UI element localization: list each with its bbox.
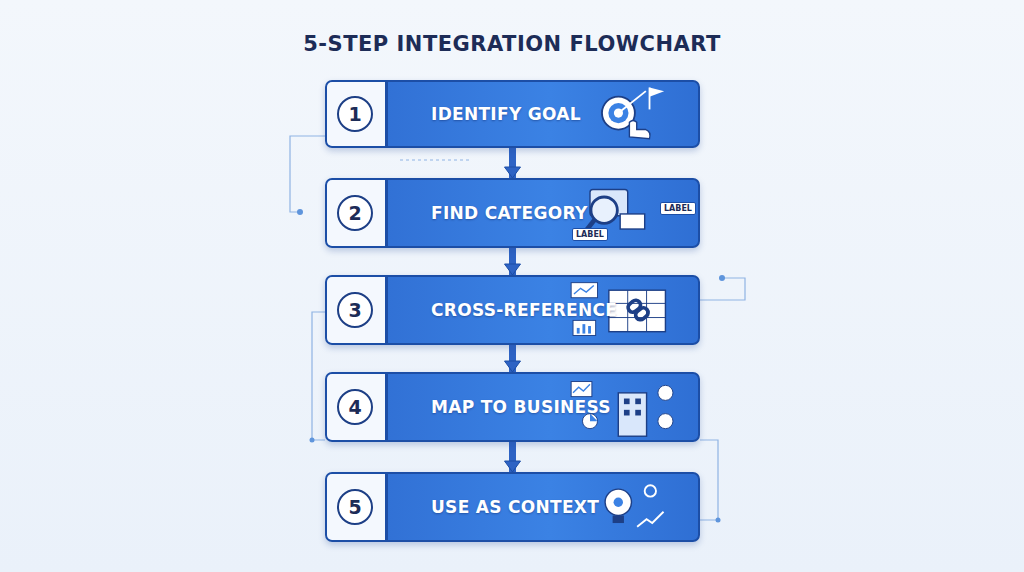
process-box: 1 IDENTIFY GOAL <box>325 80 700 148</box>
step-label: MAP TO BUSINESS <box>431 397 611 417</box>
step-label: CROSS-REFERENCE <box>431 300 617 320</box>
flow-arrow <box>505 248 521 275</box>
step-number: 2 <box>337 195 373 231</box>
step-label: FIND CATEGORY <box>431 203 588 223</box>
process-box: 4 MAP TO BUSINESS <box>325 372 700 442</box>
flow-arrow <box>505 345 521 372</box>
number-cell: 5 <box>327 474 388 540</box>
step-number: 5 <box>337 489 373 525</box>
step-label: USE AS CONTEXT <box>431 497 599 517</box>
flow-arrow <box>505 442 521 472</box>
step-label: IDENTIFY GOAL <box>431 104 581 124</box>
number-cell: 1 <box>327 82 388 146</box>
process-box: 2 FIND CATEGORY <box>325 178 700 248</box>
label-tag: LABEL <box>572 228 608 241</box>
process-box: 3 CROSS-REFERENCE <box>325 275 700 345</box>
step-number: 1 <box>337 96 373 132</box>
process-box: 5 USE AS CONTEXT <box>325 472 700 542</box>
flow-arrow <box>505 148 521 178</box>
step-number: 4 <box>337 389 373 425</box>
number-cell: 4 <box>327 374 388 440</box>
number-cell: 3 <box>327 277 388 343</box>
label-tag: LABEL <box>660 202 696 215</box>
number-cell: 2 <box>327 180 388 246</box>
step-number: 3 <box>337 292 373 328</box>
diagram-title: 5-STEP INTEGRATION FLOWCHART <box>0 32 1024 56</box>
